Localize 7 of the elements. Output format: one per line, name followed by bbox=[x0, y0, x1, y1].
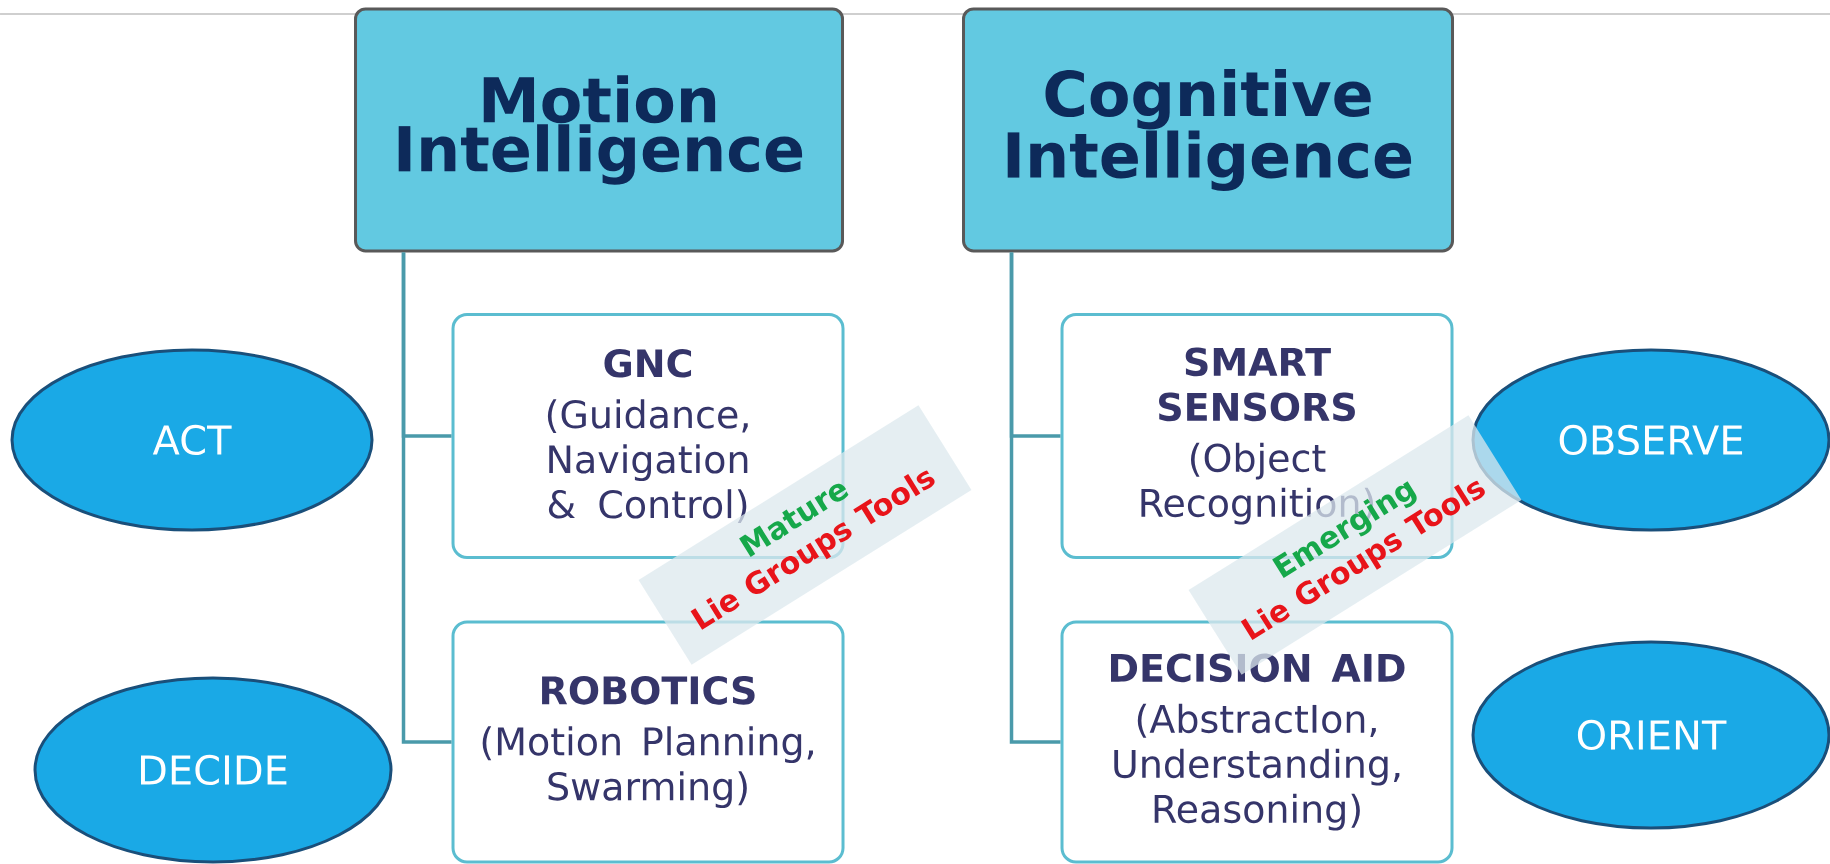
oval-button: ORIENT bbox=[1471, 640, 1830, 830]
connector-line bbox=[401, 252, 452, 744]
connector-line bbox=[1009, 252, 1061, 744]
header-box: Motion Intelligence bbox=[354, 7, 844, 253]
oval-button: DECIDE bbox=[33, 676, 393, 864]
oval-button: ACT bbox=[10, 348, 374, 532]
header-box: Cognitive Intelligence bbox=[962, 7, 1454, 253]
